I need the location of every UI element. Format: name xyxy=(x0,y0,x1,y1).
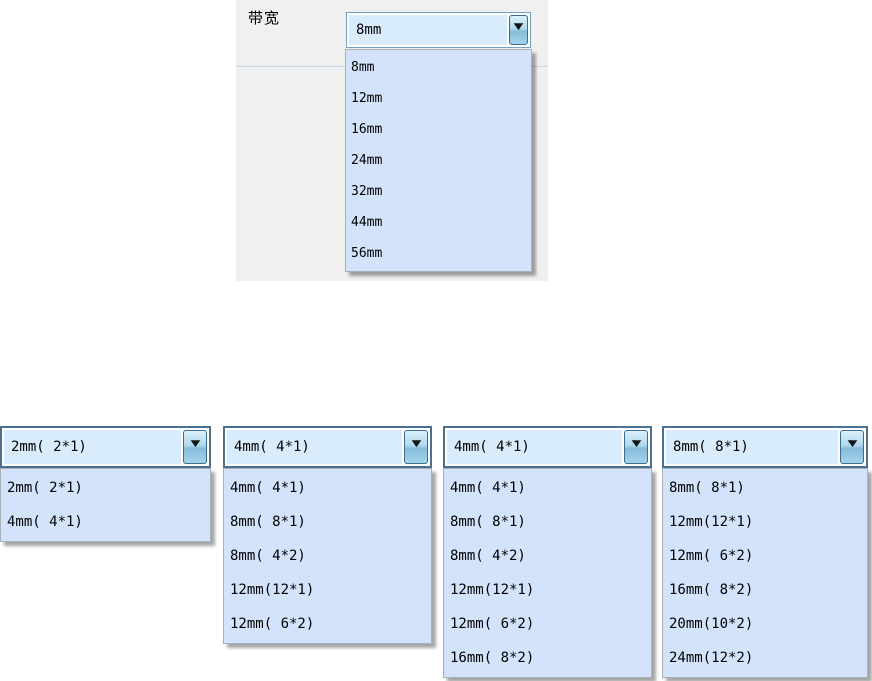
list-item[interactable]: 16mm( 8*2) xyxy=(669,582,754,598)
list-item[interactable]: 24mm xyxy=(351,153,383,168)
list-item[interactable]: 8mm( 4*2) xyxy=(230,548,306,564)
width-combobox-2-dropdown-button[interactable]: ▼ xyxy=(404,430,428,464)
list-item[interactable]: 12mm( 6*2) xyxy=(450,616,535,632)
list-item[interactable]: 8mm( 8*1) xyxy=(669,480,745,496)
width-combobox-4-dropdown-button[interactable]: ▼ xyxy=(840,430,864,464)
list-item[interactable]: 4mm( 4*1) xyxy=(450,480,526,496)
width-combobox-4[interactable]: 8mm( 8*1) ▼ xyxy=(662,426,868,468)
bandwidth-combobox-value: 8mm xyxy=(349,15,507,45)
list-item[interactable]: 20mm(10*2) xyxy=(669,616,754,632)
width-combobox-1-dropdown-button[interactable]: ▼ xyxy=(183,430,207,464)
list-item[interactable]: 4mm( 4*1) xyxy=(7,514,83,530)
width-combobox-3-dropdown-button[interactable]: ▼ xyxy=(624,430,648,464)
list-item[interactable]: 12mm( 6*2) xyxy=(230,616,315,632)
dropdown-arrow-icon: ▼ xyxy=(847,438,857,449)
list-item[interactable]: 12mm(12*1) xyxy=(450,582,535,598)
width-dropdown-list-1: 2mm( 2*1) 4mm( 4*1) xyxy=(0,468,211,542)
width-combobox-3-value: 4mm( 4*1) xyxy=(447,430,622,464)
width-combobox-2[interactable]: 4mm( 4*1) ▼ xyxy=(223,426,432,468)
list-item[interactable]: 8mm( 8*1) xyxy=(450,514,526,530)
bandwidth-combobox[interactable]: 8mm ▼ xyxy=(346,12,531,48)
list-item[interactable]: 24mm(12*2) xyxy=(669,650,754,666)
width-dropdown-list-2: 4mm( 4*1) 8mm( 8*1) 8mm( 4*2) 12mm(12*1) 12m… xyxy=(223,468,432,644)
list-item[interactable]: 12mm(12*1) xyxy=(230,582,315,598)
list-item[interactable]: 44mm xyxy=(351,215,383,230)
list-item[interactable]: 2mm( 2*1) xyxy=(7,480,83,496)
width-combobox-1[interactable]: 2mm( 2*1) ▼ xyxy=(0,426,211,468)
list-item[interactable]: 4mm( 4*1) xyxy=(230,480,306,496)
dropdown-arrow-icon: ▼ xyxy=(513,21,524,32)
list-item[interactable]: 16mm( 8*2) xyxy=(450,650,535,666)
width-combobox-2-value: 4mm( 4*1) xyxy=(227,430,402,464)
list-item[interactable]: 8mm xyxy=(351,60,375,75)
bandwidth-label: 带宽 xyxy=(248,9,281,27)
width-dropdown-list-4: 8mm( 8*1) 12mm(12*1) 12mm( 6*2) 16mm( 8*2) 2… xyxy=(662,468,868,678)
dropdown-arrow-icon: ▼ xyxy=(411,438,421,449)
list-item[interactable]: 8mm( 4*2) xyxy=(450,548,526,564)
width-combobox-1-value: 2mm( 2*1) xyxy=(4,430,181,464)
list-item[interactable]: 8mm( 8*1) xyxy=(230,514,306,530)
list-item[interactable]: 32mm xyxy=(351,184,383,199)
list-item[interactable]: 16mm xyxy=(351,122,383,137)
list-item[interactable]: 12mm(12*1) xyxy=(669,514,754,530)
list-item[interactable]: 12mm xyxy=(351,91,383,106)
width-combobox-3[interactable]: 4mm( 4*1) ▼ xyxy=(443,426,652,468)
list-item[interactable]: 56mm xyxy=(351,246,383,261)
dropdown-arrow-icon: ▼ xyxy=(190,438,200,449)
width-combobox-4-value: 8mm( 8*1) xyxy=(666,430,838,464)
width-dropdown-list-3: 4mm( 4*1) 8mm( 8*1) 8mm( 4*2) 12mm(12*1) 12m… xyxy=(443,468,652,678)
bandwidth-dropdown-button[interactable]: ▼ xyxy=(509,15,528,45)
list-item[interactable]: 12mm( 6*2) xyxy=(669,548,754,564)
dropdown-arrow-icon: ▼ xyxy=(631,438,641,449)
bandwidth-dropdown-list: 8mm 12mm 16mm 24mm 32mm 44mm 56mm xyxy=(345,49,532,272)
